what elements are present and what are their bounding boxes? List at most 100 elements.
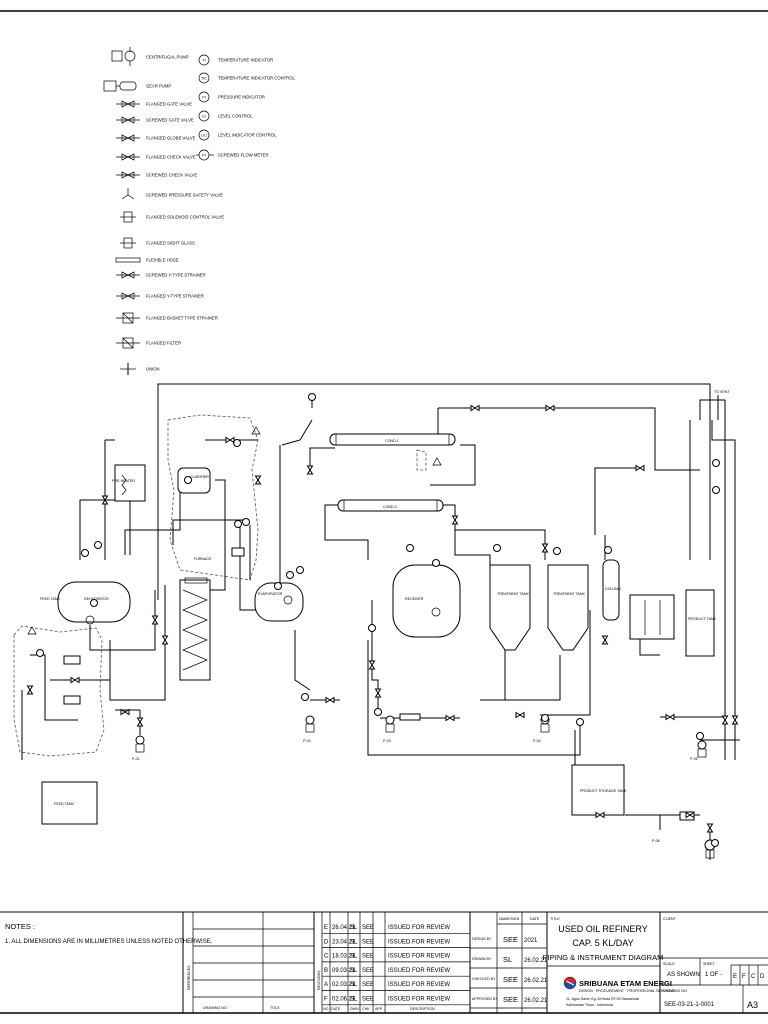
valve-icon <box>101 495 109 501</box>
sheet-size: A3 <box>747 1000 758 1010</box>
revision-cell: SL <box>350 997 358 1003</box>
legend-label: LEVEL CONTROL <box>218 114 253 119</box>
valve-icon <box>635 464 641 472</box>
legend-label: SCREWED FLOW METER <box>218 153 268 158</box>
legend-label: TEMPERATURE INDICATOR CONTROL <box>218 76 295 81</box>
instrument-bubble <box>368 624 376 632</box>
globe-valve-icon <box>116 134 140 142</box>
valve-icon <box>601 639 609 645</box>
valve-icon <box>26 689 34 695</box>
valve-icon <box>445 714 451 722</box>
instrument-bubble <box>712 459 720 467</box>
basket-strainer-icon <box>116 312 140 324</box>
process-line <box>594 467 640 535</box>
revision-cell: SEE <box>362 939 374 945</box>
revision-cell: ISSUED FOR REVIEW <box>388 968 450 974</box>
sight-glass-icon <box>120 237 136 249</box>
valve-icon <box>639 464 645 472</box>
revision-cell: 02.06.21 <box>332 997 356 1003</box>
pump-label: P-02 <box>303 739 311 743</box>
revision-cell: SL <box>350 954 358 960</box>
rev-box: D <box>760 974 765 980</box>
condenser-1 <box>329 433 456 446</box>
process-line <box>454 530 491 570</box>
signoff-role: DESIGN BY <box>472 937 492 941</box>
furnace-coil <box>182 589 208 671</box>
valve-icon <box>306 465 314 471</box>
revision-cell: ISSUED FOR REVIEW <box>388 982 450 988</box>
instrument-bubble <box>234 520 242 528</box>
safety-valve-icon <box>121 188 135 200</box>
revision-cell: SL <box>350 925 358 931</box>
motor <box>697 748 707 758</box>
process-line <box>294 630 311 691</box>
signoff-role: CHECKED BY <box>472 977 496 981</box>
valve-icon <box>120 708 126 716</box>
revision-triangle <box>27 626 37 635</box>
valve-icon <box>689 811 695 819</box>
filter-icon <box>116 337 140 349</box>
signoff-role: APPROVED BY <box>472 997 498 1001</box>
signoff-name: SL <box>503 955 512 964</box>
revision-triangle <box>432 457 442 466</box>
flex-hose <box>399 713 421 721</box>
sheet-label: SHEET <box>703 962 716 966</box>
receiver-vessel <box>392 564 461 638</box>
instrument-bubble <box>274 582 282 590</box>
valve-icon <box>451 519 459 525</box>
treatment-tank-2 <box>547 564 589 651</box>
valve-icon <box>549 404 555 412</box>
instrument-tag: TI <box>202 58 205 62</box>
valve-icon <box>225 436 231 444</box>
instrument-bubble <box>296 566 304 574</box>
legend-label: CENTRIFUGAL PUMP <box>146 55 189 60</box>
scale-value: AS SHOWN <box>667 972 700 978</box>
legend-label: PRESSURE INDICATOR <box>218 95 265 100</box>
revision-cell: 23.04.21 <box>332 939 356 945</box>
legend-label: SCREWED PRESSURE SAFETY VALVE <box>146 193 223 198</box>
process-line <box>430 444 476 486</box>
process-line <box>281 419 313 446</box>
valve-icon <box>541 547 549 553</box>
product-tank-label: PRODUCT TANK <box>688 617 717 621</box>
separator <box>177 467 211 494</box>
process-line <box>540 610 591 716</box>
instrument-tag: LC <box>202 114 207 118</box>
revision-cell: E <box>324 925 328 931</box>
flex-hose-icon <box>115 257 141 263</box>
process-line <box>440 504 546 560</box>
revision-header: DESCRIPTION <box>410 1007 435 1011</box>
company-sub-1: DESIGN · PROCUREMENT · PROFESSIONAL SERV… <box>579 989 675 993</box>
drawing-no-label: DRAWING NO. <box>663 989 688 993</box>
instrument-tic-icon: TIC <box>198 72 210 84</box>
revision-header: NO <box>323 1007 329 1011</box>
legend-label: FLANGED FILTER <box>146 341 181 346</box>
motor <box>540 723 550 733</box>
signoff-date: 26.02.21 <box>524 958 548 964</box>
instrument-bubble <box>94 541 102 549</box>
dehydrator-label: DEHYDRATOR <box>84 597 109 601</box>
manhole <box>431 607 441 617</box>
valve-icon <box>306 469 314 475</box>
signoff-header: DATE <box>530 917 540 921</box>
valve-icon <box>470 404 476 412</box>
revision-cell: A <box>324 982 328 988</box>
coil <box>121 474 127 496</box>
gate-valve-screwed-icon <box>116 116 140 124</box>
process-line <box>172 519 245 545</box>
treatment-tank-1 <box>489 564 531 651</box>
notes-title: NOTES : <box>5 922 35 931</box>
revision-cell: ISSUED FOR REVIEW <box>388 925 450 931</box>
valve-icon <box>254 479 262 485</box>
column-label: COLUMN <box>605 587 621 591</box>
valve-icon <box>595 811 601 819</box>
process-line <box>367 640 581 756</box>
instrument-bubble <box>233 439 241 447</box>
revision-cell: SL <box>350 939 358 945</box>
manhole <box>85 615 95 625</box>
legend-label: SCREWED CHECK VALVE <box>146 173 197 178</box>
tank2-label: TREATMENT TANK <box>553 592 585 596</box>
